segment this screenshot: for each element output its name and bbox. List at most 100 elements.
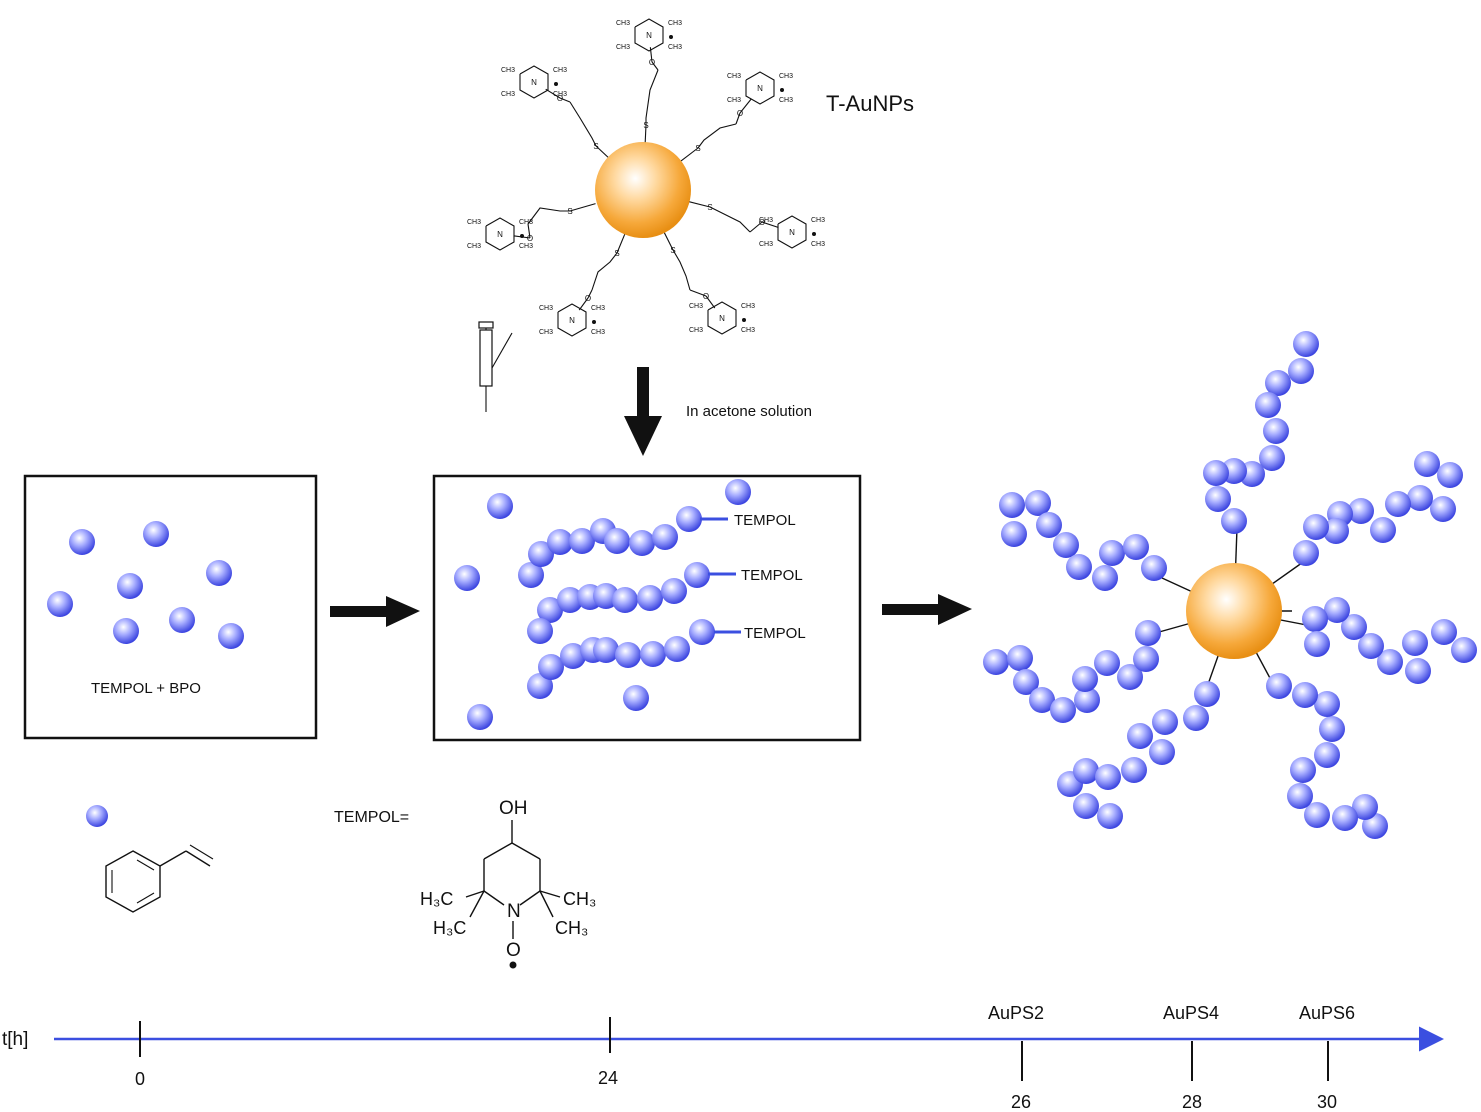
ligand-atom-label: CH3 — [779, 73, 793, 80]
styrene-bead — [1099, 540, 1125, 566]
ligand-atom-label: O — [527, 234, 533, 243]
styrene-bead — [218, 623, 244, 649]
styrene-bead — [117, 573, 143, 599]
styrene-bead — [1385, 491, 1411, 517]
ligand-atom-label: CH3 — [519, 219, 533, 226]
styrene-bead — [983, 649, 1009, 675]
t-aunp-group: SONCH3CH3CH3CH3SONCH3CH3CH3CH3SONCH3CH3C… — [467, 18, 914, 337]
styrene-bead — [1304, 802, 1330, 828]
bead-symbol — [86, 805, 108, 827]
styrene-bead — [557, 587, 583, 613]
styrene-bead — [1431, 619, 1457, 645]
styrene-bead — [1430, 496, 1456, 522]
styrene-bead — [1302, 606, 1328, 632]
monomer-beads — [47, 521, 244, 649]
ligand-atom-label: CH3 — [501, 91, 515, 98]
ligand-atom-label: S — [593, 142, 598, 151]
styrene-bead — [1203, 460, 1229, 486]
chain-end-label: TEMPOL — [744, 625, 806, 642]
styrene-bead — [1074, 687, 1100, 713]
styrene-bead — [1314, 742, 1340, 768]
styrene-bead — [1377, 649, 1403, 675]
ligand-atom-label: N — [497, 230, 503, 239]
styrene-bead — [1092, 565, 1118, 591]
ligand-atom-label: N — [531, 78, 537, 87]
ligand-atom-label: CH3 — [759, 217, 773, 224]
styrene-bead — [593, 637, 619, 663]
timeline-tick: 24 — [598, 1017, 618, 1088]
ligand-atom-label: CH3 — [539, 305, 553, 312]
styrene-bead — [1133, 646, 1159, 672]
styrene-bead — [1194, 681, 1220, 707]
styrene-bead — [1341, 614, 1367, 640]
styrene-bead — [612, 587, 638, 613]
styrene-bead — [1451, 637, 1477, 663]
tick-value: 0 — [135, 1069, 145, 1089]
step-label: In acetone solution — [686, 403, 812, 420]
styrene-bead — [623, 685, 649, 711]
styrene-bead — [1259, 445, 1285, 471]
ligand-atom-label: CH3 — [741, 303, 755, 310]
styrene-bead — [1314, 691, 1340, 717]
box-monomer: TEMPOL + BPO — [23, 474, 318, 740]
sample-label: AuPS6 — [1299, 1003, 1355, 1023]
timeline-tick: AuPS4 28 — [1163, 1003, 1219, 1112]
styrene-bead — [1025, 490, 1051, 516]
styrene-bead — [1358, 633, 1384, 659]
styrene-bead — [1001, 521, 1027, 547]
styrene-bead — [1332, 805, 1358, 831]
tempol-eq-label: TEMPOL= — [334, 809, 409, 826]
styrene-bead — [1290, 757, 1316, 783]
styrene-bead — [684, 562, 710, 588]
styrene-bead — [47, 591, 73, 617]
styrene-bead — [1050, 697, 1076, 723]
ligand-atom-label: N — [646, 31, 652, 40]
ligand-atom-label: O — [649, 58, 655, 67]
down-arrow-icon — [624, 367, 662, 456]
styrene-bead — [1013, 669, 1039, 695]
styrene-bead — [652, 524, 678, 550]
styrene-legend — [86, 805, 214, 913]
styrene-bead — [1095, 764, 1121, 790]
styrene-bead — [1288, 358, 1314, 384]
styrene-bead — [1266, 673, 1292, 699]
styrene-bead — [1293, 331, 1319, 357]
ch3-top-label: CH₃ — [563, 889, 596, 909]
grafted-nanoparticle — [983, 331, 1477, 839]
styrene-bead — [1053, 532, 1079, 558]
sample-label: AuPS2 — [988, 1003, 1044, 1023]
timeline-axis-label: t[h] — [2, 1029, 28, 1050]
ligand-atom-label: CH3 — [553, 67, 567, 74]
right-arrow-icon — [330, 596, 420, 627]
ch3-bottom-label: CH₃ — [555, 918, 588, 938]
styrene-bead — [676, 506, 702, 532]
ligand-atom-label: CH3 — [501, 67, 515, 74]
styrene-bead — [454, 565, 480, 591]
styrene-bead — [1437, 462, 1463, 488]
chain-end-label: TEMPOL — [741, 567, 803, 584]
ligand-atom-label: CH3 — [727, 73, 741, 80]
ligand-atom-label: CH3 — [519, 243, 533, 250]
styrene-bead — [637, 585, 663, 611]
ligand-atom-label: CH3 — [727, 97, 741, 104]
styrene-bead — [661, 578, 687, 604]
chain-beads — [454, 479, 751, 730]
styrene-bead — [1123, 534, 1149, 560]
styrene-bead — [527, 618, 553, 644]
styrene-bead — [518, 562, 544, 588]
styrene-bead — [1352, 794, 1378, 820]
ligand-atom-label: S — [643, 121, 648, 130]
styrene-bead — [1036, 512, 1062, 538]
styrene-bead — [537, 597, 563, 623]
styrene-bead — [1287, 783, 1313, 809]
ligand-atom-label: CH3 — [811, 241, 825, 248]
right-arrow-icon — [882, 594, 972, 625]
ligand-atom-label: CH3 — [553, 91, 567, 98]
ligand-atom-label: CH3 — [689, 303, 703, 310]
styrene-bead — [527, 673, 553, 699]
styrene-bead — [1135, 620, 1161, 646]
styrene-bead — [1407, 485, 1433, 511]
styrene-bead — [1097, 803, 1123, 829]
timeline-tick: AuPS6 30 — [1299, 1003, 1355, 1112]
